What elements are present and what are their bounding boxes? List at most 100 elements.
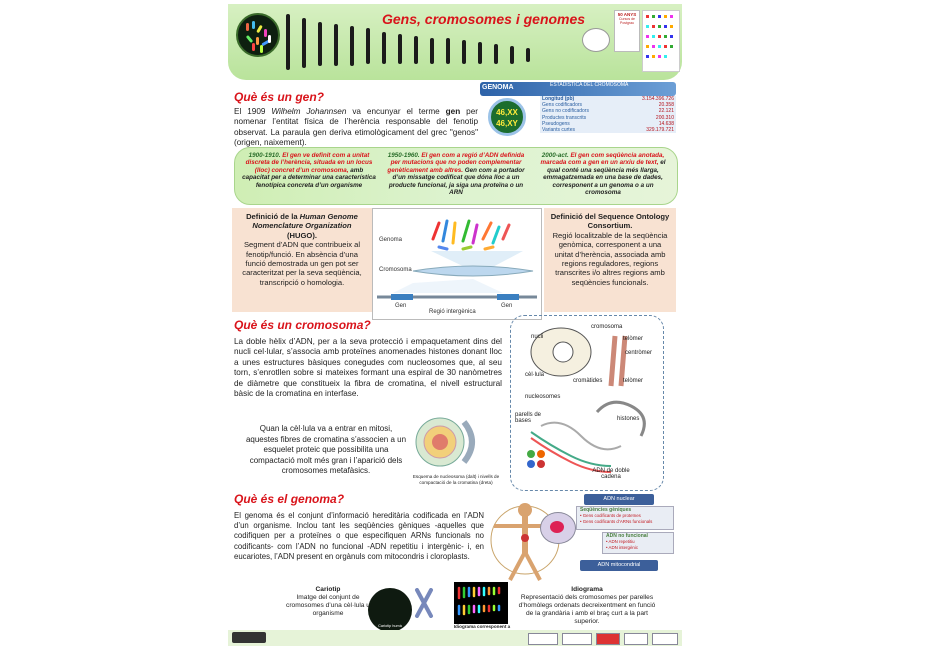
label-cromosoma: cromosoma xyxy=(591,324,623,330)
label-histones: histones xyxy=(617,416,640,422)
label-nucli: nucli xyxy=(531,334,544,340)
hugo-title-part: (HUGO). xyxy=(287,230,317,240)
stat-key: Longitud (pb) xyxy=(542,96,575,102)
stat-value: 200.310 xyxy=(655,114,674,121)
timeline-black-text: el qual conté una seqüència més llarga, … xyxy=(543,159,666,197)
nucleus-icon xyxy=(550,521,564,533)
gene-sequences-list: Seqüències gèniques • Gens codificants d… xyxy=(576,506,674,530)
label-telomer-top: telòmer xyxy=(623,336,644,342)
timeline-year: 1950-1960. xyxy=(387,152,420,159)
timeline-entry: 2000-act. El gen com seqüència anotada, … xyxy=(535,152,671,196)
anniversary-badge: 50 ANYS Cursos de Postgrau xyxy=(614,10,640,52)
gen-intro-paragraph: El 1909 Wilhelm Johannsen va encunyar el… xyxy=(234,107,478,149)
institution-logo xyxy=(562,633,592,645)
stat-key: Productes transcrits xyxy=(542,114,587,121)
timeline-red-text: El gen ve definit com a unitat discreta … xyxy=(245,152,373,174)
diagram-label-gen-right: Gen xyxy=(501,303,513,309)
cariotip-description: Cariotip Imatge del conjunt de cromosome… xyxy=(278,586,378,618)
creative-commons-icon xyxy=(232,632,266,643)
label-centromer: centròmer xyxy=(625,350,653,356)
label-cellula: cèl·lula xyxy=(525,372,545,378)
karyotype-image: Cariotip humà xyxy=(368,588,412,632)
label-telomer-bottom: telòmer xyxy=(623,378,644,384)
idiograma-body: Representació dels cromosomes per parell… xyxy=(518,594,656,625)
karyotype-circle-image xyxy=(236,13,280,57)
karyotype-formula-circle: 46,XX 46,XY xyxy=(488,98,526,136)
diagram-label-cromosoma: Cromosoma xyxy=(379,267,412,273)
stat-key: Gens no codificadors xyxy=(542,108,589,115)
timeline-year: 2000-act. xyxy=(541,152,569,159)
sequence-ontology-definition-box: Definició del Sequence Ontology Consorti… xyxy=(544,208,676,312)
section-heading-gen: Què és un gen? xyxy=(234,90,325,104)
hugo-definition-box: Definició de la Human Genome Nomenclatur… xyxy=(232,208,372,312)
stat-key: Gens codificadors xyxy=(542,102,583,109)
label-adn-doble-cadena: ADN de doble cadena xyxy=(592,468,630,480)
timeline-black-text: amb capacitat per a determinar una carac… xyxy=(242,166,376,189)
genome-gene-diagram: Genoma Cromosoma Gen Regió intergènica G… xyxy=(372,208,542,320)
timeline-black-text: Gen com a portador d’un missatge codific… xyxy=(388,166,525,197)
label-nucleosomes: nucleosomes xyxy=(525,394,561,400)
cromosoma-paragraph-2: Quan la cèl·lula va a entrar en mitosi, … xyxy=(245,424,407,476)
hugo-definition-title: Definició de la Human Genome Nomenclatur… xyxy=(238,212,366,240)
stat-key: Variants curtes xyxy=(542,127,575,134)
stat-value: 329.179.721 xyxy=(646,127,674,134)
intro-text: per nomenar l’entitat física de l’herènc… xyxy=(234,107,478,148)
badge-small-text: Cursos de Postgrau xyxy=(619,17,635,25)
chromosome-bars-illustration xyxy=(282,8,544,74)
stat-value: 3.154.396.726 xyxy=(642,96,674,102)
stat-genoma-label: GENOMA xyxy=(482,84,514,91)
header-banner: Gens, cromosomes i genomes 50 ANYS Curso… xyxy=(228,4,682,80)
so-definition-title: Definició del Sequence Ontology Consorti… xyxy=(550,212,670,231)
dna-portrait-icon xyxy=(582,28,610,52)
x-chromosome-icon xyxy=(414,588,434,618)
section-heading-genoma: Què és el genoma? xyxy=(234,492,345,506)
stat-value: 14.638 xyxy=(658,120,674,127)
idiograma-description: Idiograma Representació dels cromosomes … xyxy=(516,586,658,626)
institution-logo xyxy=(652,633,678,645)
nonfunctional-dna-item: • ADN repetitiu xyxy=(606,539,635,545)
scientist-name: Wilhelm Johannsen xyxy=(271,107,347,116)
stat-row: Variants curtes 329.179.721 xyxy=(540,127,676,133)
idiogram-thumbnail xyxy=(642,10,680,72)
cromosoma-paragraph-1: La doble hèlix d’ADN, per a la seva prot… xyxy=(234,337,502,399)
hugo-definition-body: Segment d’ADN que contribueix al fenotip… xyxy=(242,240,362,287)
karyotype-xy: 46,XY xyxy=(496,119,518,128)
nonfunctional-dna-list: ADN no funcional • ADN repetitiu • ADN i… xyxy=(602,532,674,554)
genoma-paragraph: El genoma és el conjunt d’informació her… xyxy=(234,511,484,561)
stat-key: Pseudogens xyxy=(542,120,570,127)
section-heading-cromosoma: Què és un cromosoma? xyxy=(234,318,371,332)
hugo-title-part: Definició de la xyxy=(246,212,300,221)
timeline-entry: 1950-1960. El gen com a regió d’ADN defi… xyxy=(385,152,527,196)
gene-sequences-item: • Gens codificants d’ARNs funcionals xyxy=(580,518,653,524)
hugo-title-name: Human Genome Nomenclature Organization xyxy=(252,212,358,231)
nonfunctional-dna-title: ADN no funcional xyxy=(606,533,648,539)
timeline-red-text: El gen com seqüència anotada, marcada co… xyxy=(540,152,665,167)
stat-value: 22.121 xyxy=(658,108,674,115)
diagram-label-genoma: Genoma xyxy=(379,237,403,243)
label-parells-de-bases: parells de bases xyxy=(515,412,542,424)
chromosome-statistics-box: GENOMA ESTADÍSTICA DEL CROMOSOMA 46,XX 4… xyxy=(480,82,676,146)
stat-row: Longitud (pb) 3.154.396.726 xyxy=(540,96,676,102)
gene-sequences-title: Seqüències gèniques xyxy=(580,507,632,513)
chromosome-structure-figure: nucli cromosoma telòmer centròmer cèl·lu… xyxy=(510,315,664,491)
idiograma-title: Idiograma xyxy=(571,586,603,593)
stat-row: Pseudogens 14.638 xyxy=(540,121,676,127)
badge-big-text: 50 ANYS xyxy=(617,12,637,17)
stat-caption: ESTADÍSTICA DEL CROMOSOMA xyxy=(550,82,629,88)
cariotip-body: Imatge del conjunt de cromosomes d’una c… xyxy=(286,594,370,617)
diagram-label-intergenic: Regió intergènica xyxy=(429,309,476,315)
stat-row: Gens no codificadors 22.121 xyxy=(540,108,676,114)
timeline-year: 1900-1910. xyxy=(248,152,281,159)
diagram-label-gen-left: Gen xyxy=(395,303,407,309)
nucleosome-illustration xyxy=(410,412,486,472)
cariotip-title: Cariotip xyxy=(315,586,341,593)
institution-logo xyxy=(596,633,620,645)
cell-illustration xyxy=(540,512,576,544)
karyotype-image-caption: Cariotip humà xyxy=(378,624,402,628)
page-title: Gens, cromosomes i genomes xyxy=(382,11,586,27)
intro-text: El 1909 xyxy=(234,107,272,116)
label-cromatides: cromàtides xyxy=(573,378,603,384)
nucleosome-figure-caption: Esquema de nucleosoma (dalt) i nivells d… xyxy=(412,474,500,485)
poster: Gens, cromosomes i genomes 50 ANYS Curso… xyxy=(228,4,682,646)
